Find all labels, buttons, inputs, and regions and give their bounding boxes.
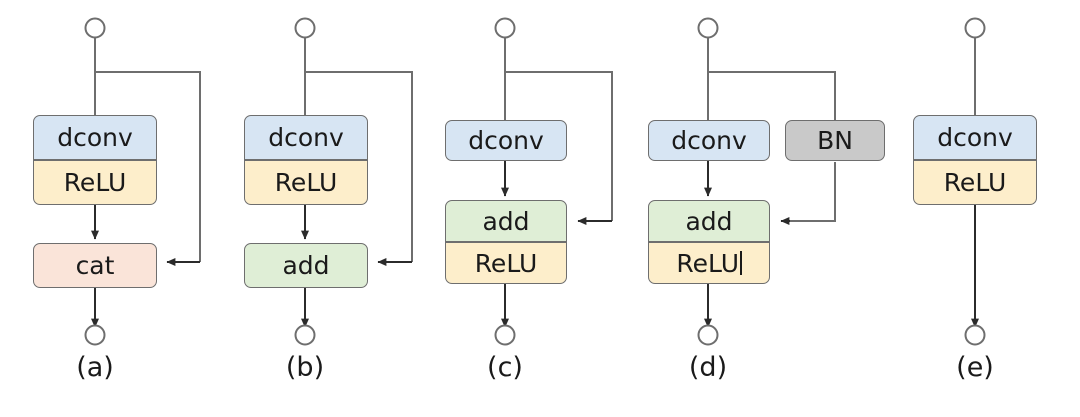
panel-d-bn-box[interactable]: BN [785,120,885,161]
panel-d-dconv-box[interactable]: dconv [648,120,770,161]
text-cursor-caret [740,251,742,275]
panel-b-relu-box[interactable]: ReLU [244,160,368,205]
panel-b-dconv-box[interactable]: dconv [244,115,368,160]
panel-d-skip-to-bn-path [708,71,836,121]
panel-d-caption: (d) [688,352,728,383]
panel-d-output-node [697,324,719,346]
panel-b-connectors [294,17,413,346]
panel-b-add-box[interactable]: add [244,243,368,288]
panel-c-output-node [494,324,516,346]
panel-b-output-node [294,324,316,346]
panel-c-input-node [494,17,516,39]
panel-e-dconv-box[interactable]: dconv [913,115,1037,160]
panel-b-caption: (b) [285,352,325,383]
panel-d-add-box[interactable]: add [648,200,770,242]
panel-c-relu-box[interactable]: ReLU [445,242,567,284]
panel-d-relu-box[interactable]: ReLU [648,242,770,284]
panel-a-skip-path [95,71,201,262]
panel-c-dconv-box[interactable]: dconv [445,120,567,161]
panel-a-connectors [84,17,201,346]
panel-b-skip-path [305,71,413,262]
panel-e-output-node [964,324,986,346]
panel-a-cat-box[interactable]: cat [33,243,157,288]
panel-e-caption: (e) [956,352,994,383]
panel-a-caption: (a) [76,352,114,383]
panel-d-input-node [697,17,719,39]
panel-b-input-node [294,17,316,39]
panel-e-connectors [964,17,986,346]
panel-a-dconv-box[interactable]: dconv [33,115,157,160]
panel-d-relu-label: ReLU [676,248,740,278]
panel-d-bn-to-add-path [781,162,836,222]
panel-c-connectors [494,17,613,346]
panel-c-add-box[interactable]: add [445,200,567,242]
panel-a-output-node [84,324,106,346]
panel-e-relu-box[interactable]: ReLU [913,160,1037,205]
panel-c-skip-path [505,71,613,221]
panel-e-input-node [964,17,986,39]
panel-c-caption: (c) [487,352,523,383]
panel-d-connectors [697,17,836,346]
panel-a-relu-box[interactable]: ReLU [33,160,157,205]
panel-a-input-node [84,17,106,39]
